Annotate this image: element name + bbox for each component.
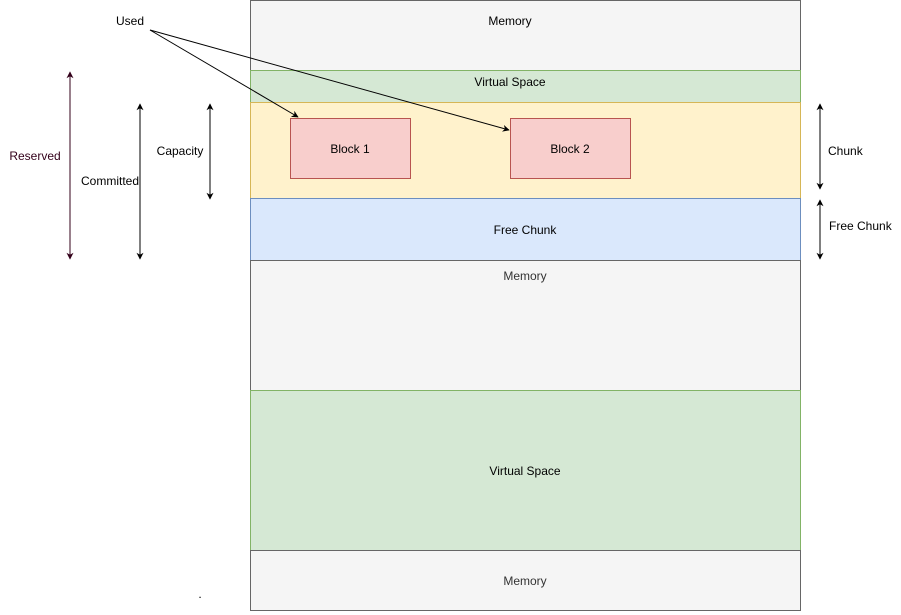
block-1-label: Block 1 [330, 142, 370, 156]
free-chunk-region [250, 198, 801, 261]
stray-dot: . [198, 587, 201, 601]
used-arrow-block-2 [149, 29, 510, 132]
virtual-space-bottom-region [250, 390, 801, 551]
chunk-label: Chunk [828, 144, 864, 158]
memory-mid-region [250, 260, 801, 391]
free-chunk-label: Free Chunk [494, 223, 558, 237]
memory-top-region [250, 0, 801, 71]
memory-bottom-region [250, 550, 801, 611]
memory-mid-label: Memory [503, 269, 546, 283]
memory-top-label: Memory [488, 14, 531, 28]
virtual-space-top-label: Virtual Space [474, 75, 545, 89]
free-chunk-side-label: Free Chunk [829, 219, 893, 233]
block-2-label: Block 2 [550, 142, 590, 156]
committed-label: Committed [81, 174, 139, 188]
used-label: Used [116, 14, 144, 28]
virtual-space-bottom-label: Virtual Space [489, 464, 560, 478]
memory-bottom-label: Memory [503, 574, 546, 588]
reserved-label: Reserved [9, 149, 60, 163]
block-2 [510, 118, 631, 179]
capacity-label: Capacity [157, 144, 204, 158]
block-1 [290, 118, 411, 179]
used-arrow-block-1 [149, 29, 299, 118]
virtual-space-top-region [250, 70, 801, 103]
